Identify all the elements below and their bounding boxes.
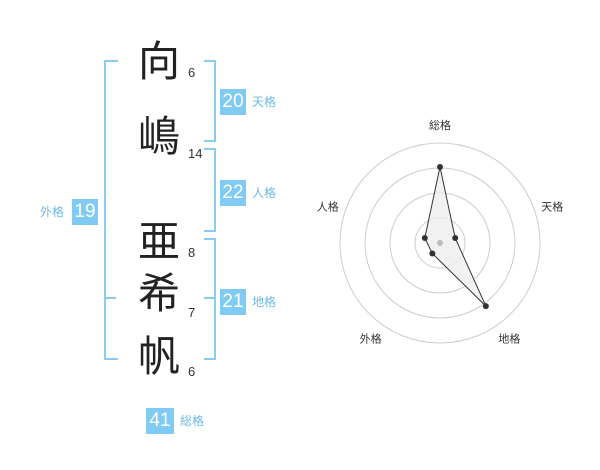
chikaku-value: 21 [220,289,246,315]
gaikaku-bracket [104,60,118,360]
bracket-divider [104,297,116,299]
name-character: 希 [137,269,180,318]
stroke-count: 8 [188,245,196,260]
radar-axis-label: 人格 [317,200,339,214]
chikaku-label: 地格 [252,295,277,309]
tenkaku-label: 天格 [252,95,277,109]
tenkaku-value: 20 [220,89,246,115]
radar-point [482,303,489,310]
stroke-count: 6 [188,65,196,80]
jinkaku-bracket [204,148,216,232]
radar-center [437,240,443,246]
radar-point [421,235,428,242]
jinkaku-value: 22 [220,180,246,206]
radar-point [429,250,436,257]
radar-ring [339,142,541,344]
radar-point [452,235,459,242]
radar-axis-label: 外格 [360,331,382,345]
stroke-count: 7 [188,305,196,320]
jinkaku-label: 人格 [252,186,277,200]
gaikaku-label: 外格 [40,205,65,219]
name-character: 向 [137,37,180,86]
radar-area [424,166,487,307]
chikaku-bracket [204,238,216,360]
soukaku-value: 41 [146,408,174,434]
stroke-count: 14 [188,146,203,161]
stroke-count: 6 [188,364,196,379]
radar-point [437,164,443,170]
tenkaku-bracket [204,60,216,142]
soukaku-label: 総格 [180,414,205,428]
name-character: 亜 [137,217,180,266]
name-character: 帆 [137,332,180,381]
radar-axis-label: 総格 [429,118,451,132]
name-character: 嶋 [137,112,180,161]
bracket-divider [204,297,216,299]
gaikaku-value: 19 [72,199,98,225]
radar-axis-label: 地格 [498,331,520,345]
radar-axis-label: 天格 [541,200,563,214]
